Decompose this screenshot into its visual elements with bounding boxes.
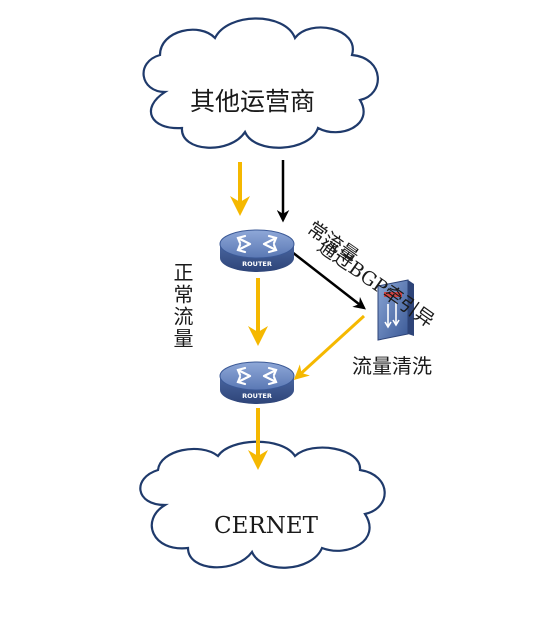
cleaning-label: 流量清洗	[352, 354, 432, 378]
bottom-cloud-label: CERNET	[214, 513, 318, 539]
top-cloud-icon	[142, 17, 379, 149]
bottom-router-label: ROUTER	[242, 392, 272, 400]
bottom-cloud-icon	[139, 440, 386, 569]
cleaned-return-arrow	[293, 314, 366, 381]
bgp-divert-arrow	[291, 251, 366, 310]
top-router-icon: ROUTER	[219, 229, 295, 272]
cleaning-device-icon	[377, 279, 414, 341]
top-cloud-label: 其他运营商	[190, 87, 316, 116]
top-router-label: ROUTER	[242, 260, 272, 268]
normal-traffic-label: 正常流量	[170, 262, 194, 350]
bottom-router-icon: ROUTER	[219, 361, 295, 404]
